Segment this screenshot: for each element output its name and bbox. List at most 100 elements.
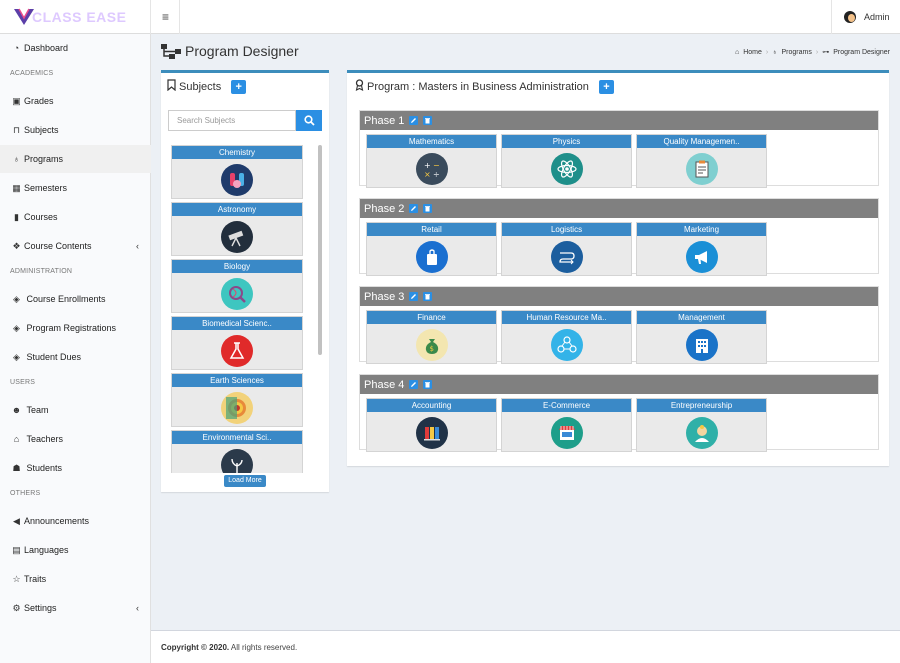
sidebar-item-programs[interactable]: ♁Programs bbox=[0, 145, 151, 173]
book-icon: ▮ bbox=[14, 211, 19, 222]
sidebar-item-student-dues[interactable]: ◈ Student Dues bbox=[0, 343, 151, 371]
user-name: Admin bbox=[864, 12, 890, 22]
sidebar-item-students[interactable]: ☗ Students bbox=[12, 462, 63, 474]
phase-header: Phase 1 bbox=[360, 111, 878, 130]
add-phase-button[interactable]: + bbox=[598, 79, 614, 94]
load-more-button[interactable]: Load More bbox=[224, 475, 266, 487]
section-heading-others: OTHERS bbox=[10, 490, 41, 497]
program-subject-card[interactable]: E-Commerce bbox=[501, 398, 632, 452]
chevron-left-icon: ‹ bbox=[136, 603, 139, 613]
edit-phase-button[interactable] bbox=[409, 204, 419, 213]
trash-icon bbox=[425, 206, 431, 212]
people-network-icon bbox=[550, 329, 583, 361]
program-subject-card[interactable]: Logistics bbox=[501, 222, 632, 276]
sidebar-item-courses[interactable]: ▮Courses bbox=[0, 203, 151, 231]
edit-icon bbox=[411, 118, 417, 123]
dna-magnifier-icon bbox=[221, 278, 253, 310]
delete-phase-button[interactable] bbox=[423, 204, 433, 213]
section-heading-administration: ADMINISTRATION bbox=[10, 268, 73, 275]
sidebar-item-course-contents[interactable]: ❖Course Contents‹ bbox=[12, 240, 139, 252]
sidebar-item-traits[interactable]: ☆Traits bbox=[12, 573, 47, 585]
menu-toggle-icon[interactable]: ≡ bbox=[152, 0, 180, 34]
edit-phase-button[interactable] bbox=[409, 116, 419, 125]
sidebar-item-dashboard[interactable]: ◔Dashboard bbox=[0, 34, 151, 62]
app-logo[interactable]: CLASS EASE bbox=[0, 0, 151, 34]
breadcrumb-home[interactable]: Home bbox=[743, 48, 762, 56]
program-subject-card[interactable]: Human Resource Ma.. bbox=[501, 310, 632, 364]
phase-2: Phase 2 Retail Logistics Marketing bbox=[359, 198, 879, 276]
program-subject-card[interactable]: Marketing bbox=[636, 222, 767, 276]
sidebar-item-grades[interactable]: ▣Grades bbox=[12, 95, 54, 107]
online-store-icon bbox=[550, 417, 583, 449]
money-bag-icon: $ bbox=[415, 329, 448, 361]
subjects-panel-title: Subjects + bbox=[167, 79, 247, 94]
chevron-left-icon: ‹ bbox=[136, 241, 139, 251]
content-header: Program Designer ⌂ Home › ♁ Programs › ⊶… bbox=[161, 40, 896, 64]
language-icon: ▤ bbox=[12, 544, 21, 555]
sidebar-item-team[interactable]: ☻ Team bbox=[11, 405, 49, 415]
edit-icon bbox=[411, 294, 417, 299]
user-menu[interactable]: Admin bbox=[831, 0, 900, 34]
subject-card-biology[interactable]: Biology bbox=[171, 259, 303, 313]
sidebar-item-course-enrollments[interactable]: ◈ Course Enrollments bbox=[0, 285, 151, 313]
earth-layers-icon bbox=[221, 392, 253, 424]
subject-card-biomedical-science[interactable]: Biomedical Scienc.. bbox=[171, 316, 303, 370]
edit-icon bbox=[411, 382, 417, 387]
logo-text: CLASS EASE bbox=[32, 9, 127, 25]
program-subject-card[interactable]: Management bbox=[636, 310, 767, 364]
program-subject-card[interactable]: Physics bbox=[501, 134, 632, 188]
subject-list[interactable]: Chemistry Astronomy Biology Biomedical S… bbox=[171, 145, 303, 473]
dashboard-icon: ◔ bbox=[13, 43, 20, 53]
cogs-icon: ⚙ bbox=[12, 602, 21, 613]
sidebar-item-announcements[interactable]: ◀Announcements bbox=[0, 507, 151, 535]
sidebar-item-program-registrations[interactable]: ◈ Program Registrations bbox=[0, 314, 151, 342]
calendar-icon: ▦ bbox=[12, 182, 21, 193]
megaphone-icon bbox=[685, 241, 718, 273]
building-icon bbox=[685, 329, 718, 361]
subject-list-scrollbar[interactable] bbox=[318, 145, 322, 355]
edit-phase-button[interactable] bbox=[409, 292, 419, 301]
cube-icon: ◈ bbox=[13, 351, 20, 362]
program-subject-card[interactable]: Accounting bbox=[366, 398, 497, 452]
edit-phase-button[interactable] bbox=[409, 380, 419, 389]
svg-text:÷: ÷ bbox=[433, 170, 440, 179]
subject-card-earth-sciences[interactable]: Earth Sciences bbox=[171, 373, 303, 427]
search-button[interactable] bbox=[296, 110, 322, 131]
delete-phase-button[interactable] bbox=[423, 116, 433, 125]
svg-text:$: $ bbox=[429, 345, 433, 353]
sidebar-item-subjects[interactable]: ⊓Subjects bbox=[12, 124, 59, 136]
search-input[interactable]: Search Subjects bbox=[168, 110, 296, 131]
subject-card-chemistry[interactable]: Chemistry bbox=[171, 145, 303, 199]
graduation-cap-icon: ⌂ bbox=[13, 434, 20, 444]
subject-card-environmental-science[interactable]: Environmental Sci.. bbox=[171, 430, 303, 473]
sidebar-item-settings[interactable]: ⚙Settings‹ bbox=[12, 602, 139, 614]
breadcrumb-separator: › bbox=[815, 48, 819, 56]
breadcrumb: ⌂ Home › ♁ Programs › ⊶ Program Designer bbox=[735, 48, 890, 57]
program-subject-card[interactable]: Entrepreneurship bbox=[636, 398, 767, 452]
sitemap-icon bbox=[161, 44, 181, 59]
sidebar-item-semesters[interactable]: ▦Semesters bbox=[12, 182, 68, 194]
program-subject-card[interactable]: Retail bbox=[366, 222, 497, 276]
phase-header: Phase 2 bbox=[360, 199, 878, 218]
program-subject-card[interactable]: Mathematics +−×÷ bbox=[366, 134, 497, 188]
chemistry-flask-icon bbox=[221, 164, 253, 196]
phase-4: Phase 4 Accounting E-Commerce Entreprene… bbox=[359, 374, 879, 452]
star-icon: ☆ bbox=[12, 573, 21, 584]
subject-card-astronomy[interactable]: Astronomy bbox=[171, 202, 303, 256]
telescope-icon bbox=[221, 221, 253, 253]
breadcrumb-current: Program Designer bbox=[833, 48, 890, 56]
delete-phase-button[interactable] bbox=[423, 292, 433, 301]
students-icon: ☗ bbox=[12, 462, 21, 473]
add-subject-button[interactable]: + bbox=[231, 79, 247, 94]
sidebar-item-teachers[interactable]: ⌂ Teachers bbox=[0, 425, 151, 453]
shopping-bag-icon bbox=[415, 241, 448, 273]
program-subject-card[interactable]: Finance $ bbox=[366, 310, 497, 364]
bullhorn-icon: ◀ bbox=[13, 515, 20, 526]
delete-phase-button[interactable] bbox=[423, 380, 433, 389]
cube-icon: ◈ bbox=[13, 322, 20, 333]
program-subject-card[interactable]: Quality Managemen.. bbox=[636, 134, 767, 188]
breadcrumb-programs[interactable]: Programs bbox=[781, 48, 812, 56]
page-title: Program Designer bbox=[185, 43, 299, 59]
sidebar-item-languages[interactable]: ▤Languages bbox=[12, 544, 69, 556]
breadcrumb-separator: › bbox=[765, 48, 769, 56]
